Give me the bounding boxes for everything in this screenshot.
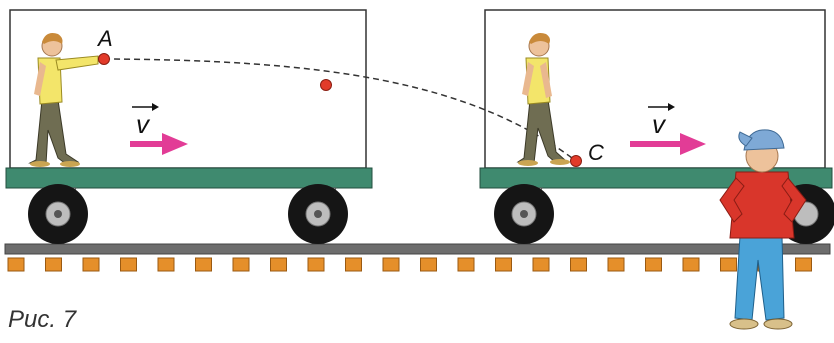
rail-sleeper — [683, 258, 699, 271]
rail-sleeper — [121, 258, 137, 271]
rail-sleeper — [346, 258, 362, 271]
point-label-c: C — [588, 140, 604, 165]
point-label-a: A — [96, 26, 113, 51]
rail-sleeper — [796, 258, 812, 271]
rail-sleeper — [646, 258, 662, 271]
ball-at-c — [571, 156, 582, 167]
rail-sleeper — [233, 258, 249, 271]
ball-midair — [321, 80, 332, 91]
ball-at-a — [99, 54, 110, 65]
rail-sleeper — [271, 258, 287, 271]
rail-sleeper — [421, 258, 437, 271]
rail-sleeper — [158, 258, 174, 271]
rail-sleeper — [608, 258, 624, 271]
rail-sleeper — [196, 258, 212, 271]
rail-sleeper — [83, 258, 99, 271]
rail-sleeper — [496, 258, 512, 271]
rail-sleeper — [571, 258, 587, 271]
rail — [5, 244, 830, 254]
rail-sleeper — [46, 258, 62, 271]
rail-sleeper — [458, 258, 474, 271]
rail-sleeper — [721, 258, 737, 271]
rail-sleepers — [8, 258, 812, 271]
velocity-label-left: v — [136, 109, 151, 139]
rail-sleeper — [308, 258, 324, 271]
figure-caption: Рис. 7 — [8, 306, 76, 334]
rail-sleeper — [383, 258, 399, 271]
rail-sleeper — [533, 258, 549, 271]
velocity-label-right: v — [652, 109, 667, 139]
wheel-icon — [28, 184, 88, 244]
rail-sleeper — [8, 258, 24, 271]
wheel-icon — [494, 184, 554, 244]
wheel-icon — [288, 184, 348, 244]
